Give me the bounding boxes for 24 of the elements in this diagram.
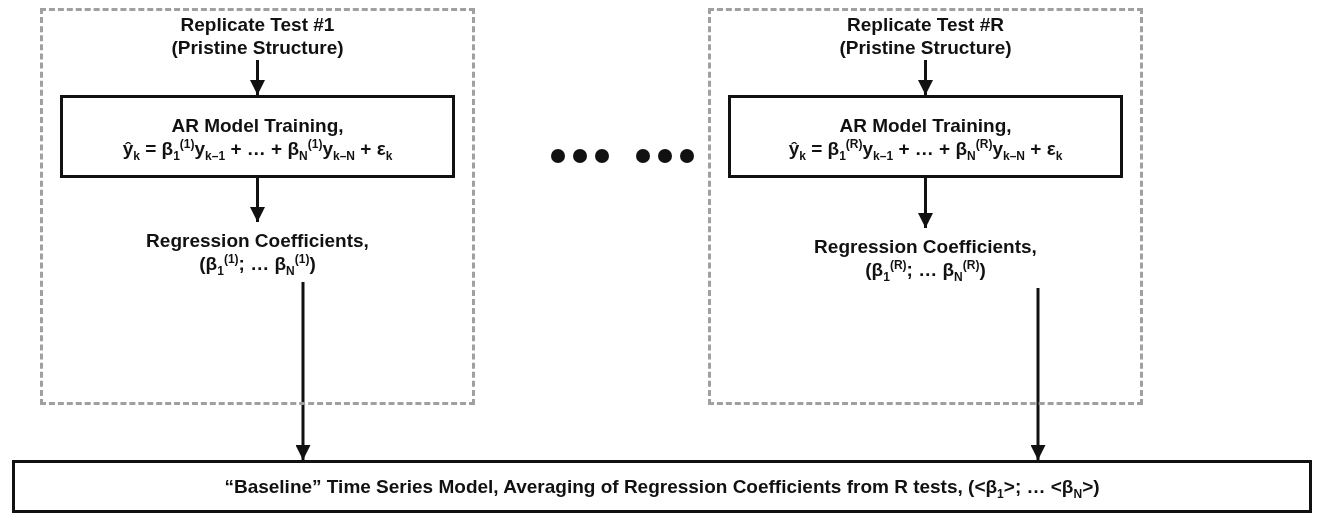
arrow bbox=[250, 60, 265, 95]
arrow bbox=[295, 282, 311, 460]
node-heading: AR Model Training, bbox=[839, 113, 1012, 137]
process-box bbox=[728, 95, 1123, 178]
dashed-group-frame bbox=[40, 8, 475, 405]
node-heading: Regression Coefficients, bbox=[146, 229, 369, 252]
arrow bbox=[918, 178, 933, 228]
node-text: (β$_{1}$$^{(R)}$; … β$_{N}$$^{(R)}$) bbox=[865, 258, 986, 281]
node-text: ŷ$_{k}$ = β$_{1}$$^{(R)}$y$_{k–1}$ + … + β$_{N}$$^{(R)}$y$_{k–N}$ + ε$_{k}$ bbox=[788, 136, 1063, 160]
node-text: (Pristine Structure) bbox=[171, 36, 344, 59]
arrow bbox=[918, 60, 933, 95]
node-heading: Replicate Test #1 bbox=[180, 13, 335, 36]
process-box bbox=[12, 460, 1312, 513]
node-heading: AR Model Training, bbox=[171, 113, 344, 137]
node-text: (Pristine Structure) bbox=[839, 36, 1012, 59]
node-heading: “Baseline” Time Series Model, Averaging of Regression Coefficients from R tests, (<β$_{1}$>; … <β$_{N}$>) bbox=[224, 475, 1100, 498]
node-text: (β$_{1}$$^{(1)}$; … β$_{N}$$^{(1)}$) bbox=[199, 252, 316, 275]
node-heading: Replicate Test #R bbox=[847, 13, 1004, 36]
node-heading: Regression Coefficients, bbox=[814, 235, 1037, 258]
dashed-group-frame bbox=[708, 8, 1143, 405]
node-text: ŷ$_{k}$ = β$_{1}$$^{(1)}$y$_{k–1}$ + … + β$_{N}$$^{(1)}$y$_{k–N}$ + ε$_{k}$ bbox=[122, 136, 393, 160]
process-box bbox=[60, 95, 455, 178]
arrow bbox=[1030, 288, 1046, 460]
arrow bbox=[250, 178, 265, 222]
